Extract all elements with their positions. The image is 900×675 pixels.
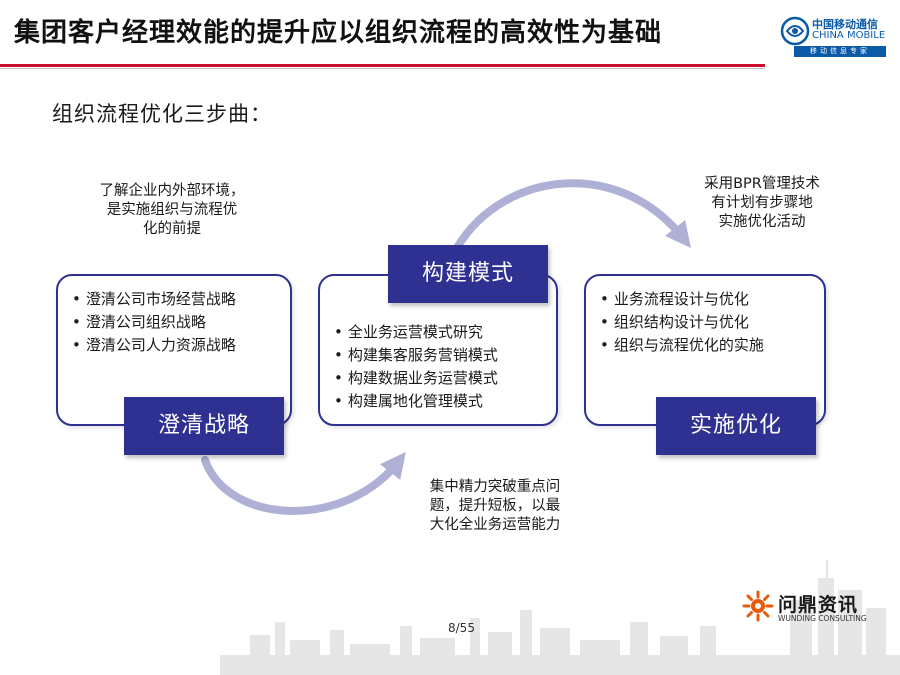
note-line: 有计划有步骤地 [711, 195, 813, 211]
company-name-en: WUNDING CONSULTING [778, 614, 867, 623]
stage-item: 构建属地化管理模式 [334, 390, 498, 413]
title-rule-shadow [0, 68, 765, 69]
stage-label-implement-optimization: 实施优化 [656, 397, 816, 455]
note-line: 题，提升短板，以最 [429, 498, 561, 514]
note-implement: 采用BPR管理技术 有计划有步骤地 实施优化活动 [682, 175, 842, 232]
china-mobile-logo: 中国移动通信 CHINA MOBILE 移动信息专家 [780, 14, 892, 58]
note-line: 实施优化活动 [718, 214, 806, 230]
stage-item: 构建数据业务运营模式 [334, 367, 498, 390]
note-line: 集中精力突破重点问 [429, 479, 561, 495]
note-line: 采用BPR管理技术 [704, 176, 820, 192]
china-mobile-name-en: CHINA MOBILE [812, 30, 886, 41]
stage-item: 组织与流程优化的实施 [600, 334, 764, 357]
wunding-logo: 问鼎资讯 WUNDING CONSULTING [742, 590, 882, 626]
china-mobile-slogan: 移动信息专家 [794, 46, 886, 57]
stage-items-clarify: 澄清公司市场经营战略 澄清公司组织战略 澄清公司人力资源战略 [72, 288, 236, 357]
subtitle: 组织流程优化三步曲： [52, 102, 272, 126]
sun-logo-icon [742, 590, 774, 622]
stage-label-build-model: 构建模式 [388, 245, 548, 303]
stage-item: 组织结构设计与优化 [600, 311, 764, 334]
slide-title: 集团客户经理效能的提升应以组织流程的高效性为基础 [14, 18, 663, 48]
note-line: 大化全业务运营能力 [429, 517, 561, 533]
stage-item: 澄清公司市场经营战略 [72, 288, 236, 311]
note-build: 集中精力突破重点问 题，提升短板，以最 大化全业务运营能力 [400, 478, 590, 535]
note-clarify: 了解企业内外部环境， 是实施组织与流程优 化的前提 [72, 182, 272, 239]
company-name-cn: 问鼎资讯 [778, 594, 859, 616]
china-mobile-logo-icon [780, 16, 810, 46]
note-line: 是实施组织与流程优 [106, 202, 238, 218]
china-mobile-name-cn: 中国移动通信 [812, 18, 878, 31]
city-skyline-watermark [220, 560, 900, 675]
note-line: 了解企业内外部环境， [99, 183, 245, 199]
arrow-build-to-implement [454, 179, 691, 250]
page-number: 8/55 [448, 621, 475, 635]
note-line: 化的前提 [143, 221, 201, 237]
title-rule [0, 64, 765, 67]
stage-item: 澄清公司组织战略 [72, 311, 236, 334]
stage-items-build: 全业务运营模式研究 构建集客服务营销模式 构建数据业务运营模式 构建属地化管理模… [334, 321, 498, 413]
stage-items-implement: 业务流程设计与优化 组织结构设计与优化 组织与流程优化的实施 [600, 288, 764, 357]
stage-item: 业务流程设计与优化 [600, 288, 764, 311]
arrow-clarify-to-build [201, 451, 406, 515]
stage-item: 澄清公司人力资源战略 [72, 334, 236, 357]
stage-item: 构建集客服务营销模式 [334, 344, 498, 367]
stage-label-clarify-strategy: 澄清战略 [124, 397, 284, 455]
stage-item: 全业务运营模式研究 [334, 321, 498, 344]
